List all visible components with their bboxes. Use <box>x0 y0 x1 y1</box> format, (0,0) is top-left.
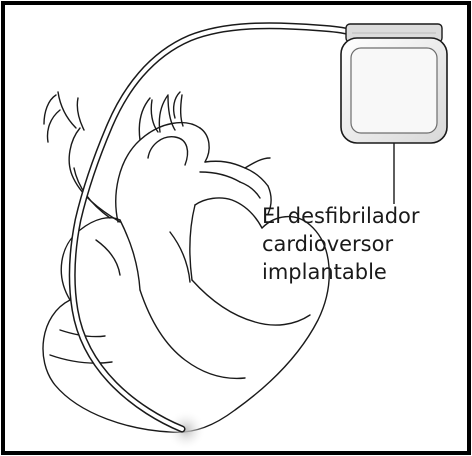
lead-tip-glow <box>166 410 206 450</box>
device-label: El desfibrilador cardioversor implantabl… <box>262 202 468 286</box>
device-label-line-1: El desfibrilador <box>262 202 468 230</box>
device-label-line-3: implantable <box>262 258 468 286</box>
icd-device <box>341 38 447 143</box>
device-label-line-2: cardioversor <box>262 230 468 258</box>
